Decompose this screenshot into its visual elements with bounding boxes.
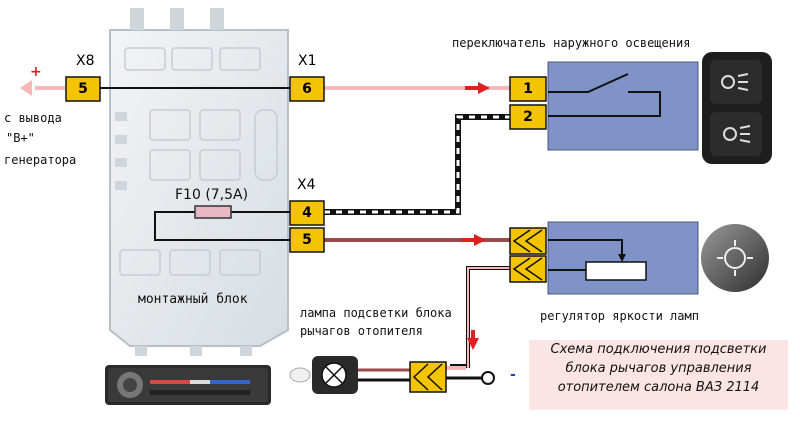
fuse-label: F10 (7,5A) xyxy=(175,187,249,203)
pin-x4-4: 4 xyxy=(302,205,312,221)
connector-x4-label: X4 xyxy=(297,177,316,193)
dimmer-knob-photo xyxy=(701,224,769,292)
caption-line-1: Схема подключения подсветки xyxy=(550,342,767,357)
pin-x4-5: 5 xyxy=(302,232,312,248)
plus-sign: + xyxy=(30,64,42,80)
lamp xyxy=(289,356,358,394)
dimmer-label: регулятор яркости ламп xyxy=(540,309,699,323)
connectors xyxy=(65,76,547,393)
pin-switch-1: 1 xyxy=(523,81,533,97)
lamp-label-line-1: лампа подсветки блока xyxy=(300,306,452,320)
switch-photo xyxy=(702,52,772,164)
current-arrows xyxy=(20,80,490,350)
lamp-label-line-2: рычагов отопителя xyxy=(300,324,423,338)
minus-sign: - xyxy=(510,367,516,383)
mounting-block xyxy=(109,8,289,356)
pin-switch-2: 2 xyxy=(523,109,533,125)
light-switch-module xyxy=(547,61,699,151)
connector-x8-label: X8 xyxy=(76,53,95,69)
ground-terminal xyxy=(481,371,495,385)
caption-line-3: отопителем салона ВАЗ 2114 xyxy=(557,380,760,395)
diagram-caption: Схема подключения подсветки блока рычаго… xyxy=(529,340,788,410)
dimmer-module xyxy=(547,221,699,295)
fuse-f10 xyxy=(194,205,232,219)
light-switch-label: переключатель наружного освещения xyxy=(452,36,691,50)
mounting-block-label: монтажный блок xyxy=(138,292,248,307)
pin-x1-6: 6 xyxy=(302,81,312,97)
pin-x8-5: 5 xyxy=(78,81,88,97)
connector-x1-label: X1 xyxy=(298,53,317,69)
heater-panel-photo xyxy=(105,365,271,405)
generator-label-line-1: с вывода xyxy=(4,111,62,125)
generator-label-line-2: "B+" xyxy=(6,131,35,145)
caption-line-2: блока рычагов управления xyxy=(565,361,752,376)
generator-label-line-3: генератора xyxy=(4,153,77,167)
